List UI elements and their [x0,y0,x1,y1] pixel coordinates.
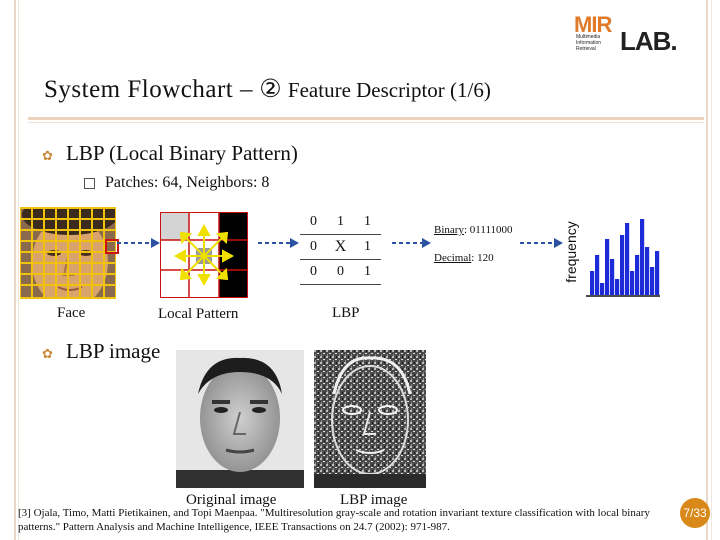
histogram-bar [635,255,640,295]
caption-local-pattern: Local Pattern [158,306,239,322]
histogram-bar [590,271,595,295]
histogram-bar [655,251,660,295]
bullet-icon-2: ✿ [42,346,53,361]
matrix-cell: 0 [327,259,354,285]
sub-bullet-checkbox-icon [84,178,95,189]
matrix-cell: 0 [300,210,327,235]
mirlab-logo: MIR LAB. Multimedia Information Retrieva… [574,12,678,56]
dashed-arrow-2 [258,238,299,248]
matrix-row: 0 X 1 [300,234,381,260]
caption-face: Face [57,305,86,321]
histogram-bar [630,271,635,295]
decimal-value: : 120 [471,252,494,264]
logo-line-2: Information [576,40,602,46]
caption-lbp-image: LBP image [340,492,408,508]
original-face-image [176,350,304,488]
histogram-bar [620,235,625,295]
lbp-face-image [314,350,426,488]
arrow-decimal-to-histogram [520,236,564,255]
histogram-bar [610,259,615,295]
slide-title: System Flowchart – ② Feature Descriptor … [44,74,491,104]
reference-citation: [3] Ojala, Timo, Matti Pietikainen, and … [18,507,650,533]
bullet-lbp-image: LBP image [66,339,161,363]
decimal-text: Decimal: 120 [434,252,494,264]
bullet-lbp: LBP (Local Binary Pattern) [66,141,298,165]
right-border-inner [711,0,712,540]
matrix-cell: 0 [300,234,327,260]
decimal-label: Decimal [434,252,472,264]
matrix-cell: 0 [300,259,327,285]
left-border-inner [18,0,19,540]
local-pattern-svg [159,211,249,299]
binary-label: Binary [434,224,464,236]
arrow-face-to-pattern [117,236,161,255]
logo-lab-text: LAB. [620,26,678,56]
title-underline [28,117,704,120]
arrow-lbp-to-histogram [392,236,432,255]
matrix-center-cell: X [327,234,354,260]
title-sub: Feature Descriptor (1/6) [287,78,491,102]
page-number-badge: 7/33 [680,498,710,528]
dashed-arrow-3 [392,238,431,248]
histogram-bar [600,283,605,295]
matrix-cell: 1 [354,210,381,235]
matrix-cell: 1 [354,259,381,285]
binary-value: : 01111000 [463,224,513,236]
histogram-svg: frequency [563,219,660,297]
face-grid-image [20,207,116,299]
dashed-arrow-1 [117,238,160,248]
title-main: System Flowchart – [44,76,253,103]
matrix-cell: 1 [327,210,354,235]
left-border [14,0,16,540]
histogram-bar [625,223,630,295]
bullet-patches: Patches: 64, Neighbors: 8 [105,174,270,191]
lbp-matrix: 0 1 1 0 X 1 0 0 1 [300,210,381,285]
title-underline-thin [28,122,704,123]
patch-highlight-box [105,239,119,254]
caption-lbp: LBP [332,305,360,321]
matrix-row: 0 0 1 [300,259,381,285]
lbp-face-svg [314,350,426,488]
title-circled-number: ② [259,76,282,103]
dashed-arrow-4 [520,238,563,248]
matrix-cell: 1 [354,234,381,260]
right-border [706,0,708,540]
local-pattern-grid [159,211,249,303]
frequency-histogram: frequency [562,206,662,303]
arrow-pattern-to-lbp [258,236,300,255]
histogram-bar [595,255,600,295]
histogram-bar [615,279,620,295]
logo-line-3: Retrieval [576,46,596,52]
matrix-row: 0 1 1 [300,210,381,235]
face-grid-svg [20,207,116,299]
binary-text: Binary: 01111000 [434,224,513,236]
histogram-bar [640,219,645,295]
lbp-matrix-table: 0 1 1 0 X 1 0 0 1 [300,210,381,285]
histogram-bar [645,247,650,295]
caption-original-image: Original image [186,492,277,508]
histogram-bar [650,267,655,295]
logo-line-1: Multimedia [576,34,601,40]
frequency-axis-label: frequency [563,221,579,282]
bullet-icon-1: ✿ [42,148,53,163]
logo-mir-text: MIR [574,12,612,37]
histogram-bar [605,239,610,295]
original-face-svg [176,350,304,488]
